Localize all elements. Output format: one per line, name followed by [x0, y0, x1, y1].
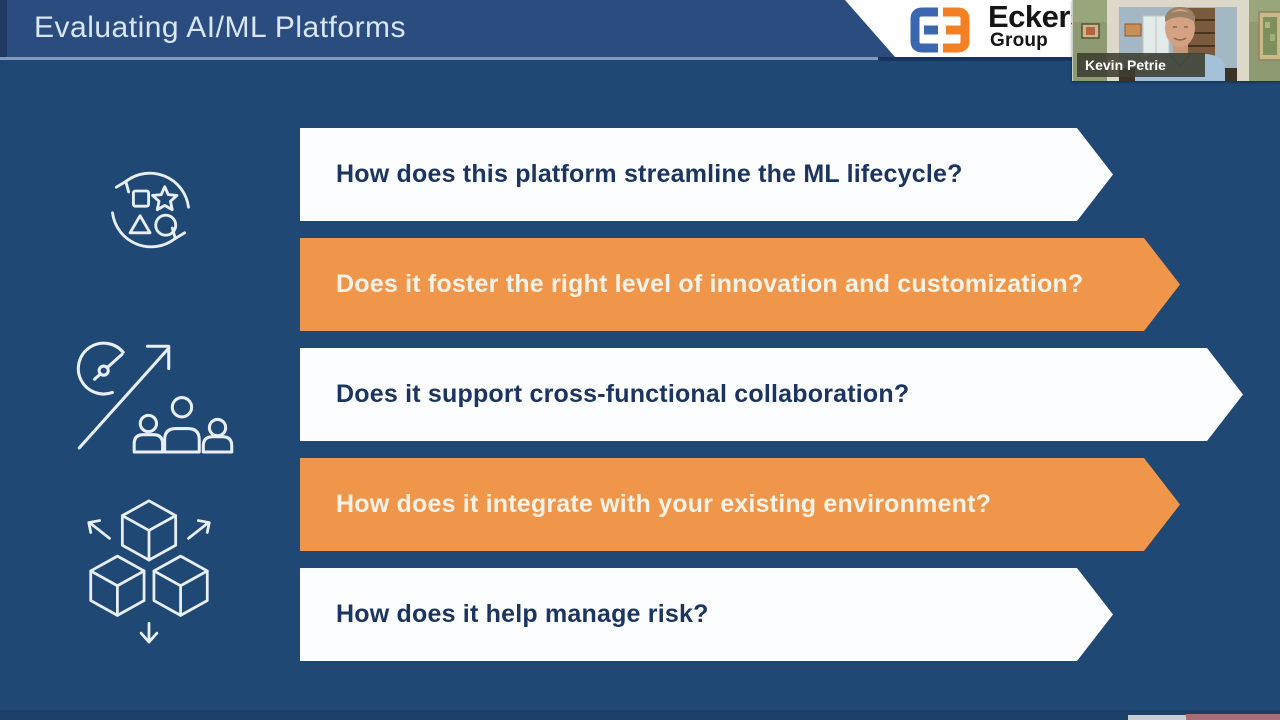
wall-picture-left-icon [1081, 23, 1100, 39]
wall-picture-right-icon [1258, 11, 1280, 61]
webcam-tile[interactable]: Kevin Petrie [1072, 0, 1280, 81]
banner-arrow-2: Does it foster the right level of innova… [300, 238, 1180, 331]
logo-sub-text: Group [990, 30, 1048, 51]
speaker-name-badge: Kevin Petrie [1077, 53, 1205, 77]
banner-arrow-3: Does it support cross-functional collabo… [300, 348, 1243, 441]
banner-text-2: Does it foster the right level of innova… [336, 270, 1084, 298]
banner-text-3: Does it support cross-functional collabo… [336, 380, 910, 408]
bottom-artifact-red [1186, 714, 1280, 720]
banner-text-1: How does this platform streamline the ML… [336, 160, 963, 188]
integration-cubes-icon [78, 487, 220, 645]
banner-arrow-5: How does it help manage risk? [300, 568, 1113, 661]
header-left-edge [0, 0, 7, 57]
ml-lifecycle-cycle-icon [103, 160, 198, 260]
header-separator [0, 57, 1280, 60]
speaker-name-text: Kevin Petrie [1085, 57, 1166, 73]
gauge-growth-collaboration-icon [72, 332, 237, 454]
slide-title: Evaluating AI/ML Platforms [34, 11, 407, 44]
banner-text-5: How does it help manage risk? [336, 600, 709, 628]
bottom-edge-strip [0, 710, 1280, 720]
bottom-artifact-light [1128, 715, 1186, 720]
banner-arrow-4: How does it integrate with your existing… [300, 458, 1180, 551]
eckerson-logo-mark-icon [906, 5, 974, 57]
banner-text-4: How does it integrate with your existing… [336, 490, 992, 518]
banner-arrow-1: How does this platform streamline the ML… [300, 128, 1113, 221]
